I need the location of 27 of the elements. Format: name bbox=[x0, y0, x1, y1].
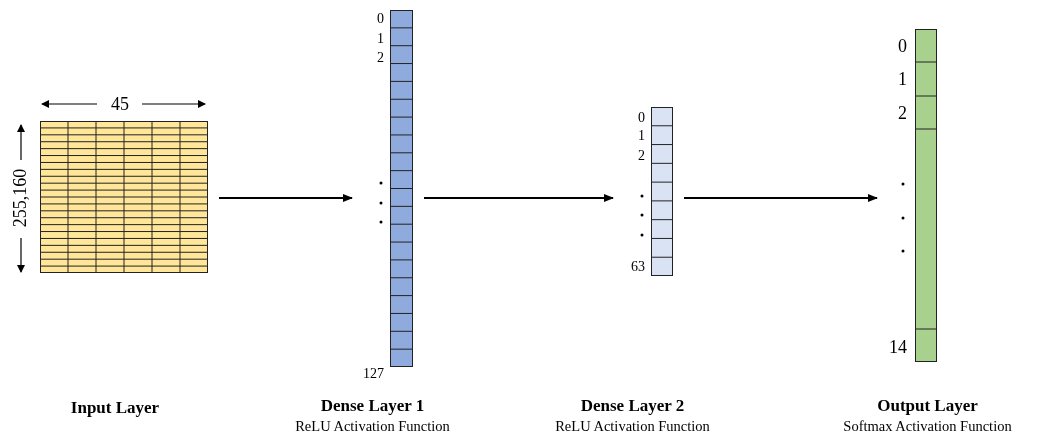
index-number: 2 bbox=[898, 104, 907, 122]
arrow bbox=[424, 194, 614, 202]
index-number: 1 bbox=[638, 129, 645, 143]
index-number: 2 bbox=[638, 149, 645, 163]
index-number: 1 bbox=[377, 32, 384, 46]
index-number: 0 bbox=[898, 37, 907, 55]
input-grid-drawing bbox=[40, 121, 208, 273]
activation-caption: Softmax Activation Function bbox=[842, 418, 1013, 435]
arrow bbox=[219, 194, 353, 202]
arrow bbox=[684, 194, 878, 202]
index-number: 2 bbox=[377, 51, 384, 65]
dimension-label: 45 bbox=[111, 95, 129, 113]
activation-caption: ReLU Activation Function bbox=[294, 418, 451, 435]
activation-caption: ReLU Activation Function bbox=[554, 418, 711, 435]
layer-title: Input Layer bbox=[70, 399, 160, 416]
index-number: 0 bbox=[638, 111, 645, 125]
neuron-column-drawing bbox=[915, 29, 937, 362]
layer-title: Dense Layer 1 bbox=[319, 396, 426, 416]
layer-title: Output Layer bbox=[876, 396, 979, 416]
layer-title: Dense Layer 2 bbox=[579, 396, 686, 416]
index-number: 63 bbox=[631, 260, 645, 274]
index-number: 14 bbox=[889, 338, 907, 356]
neuron-column-drawing bbox=[390, 10, 413, 367]
index-number: 127 bbox=[363, 367, 384, 381]
index-number: 1 bbox=[898, 70, 907, 88]
neuron-column-drawing bbox=[651, 107, 673, 276]
index-number: 0 bbox=[377, 12, 384, 26]
